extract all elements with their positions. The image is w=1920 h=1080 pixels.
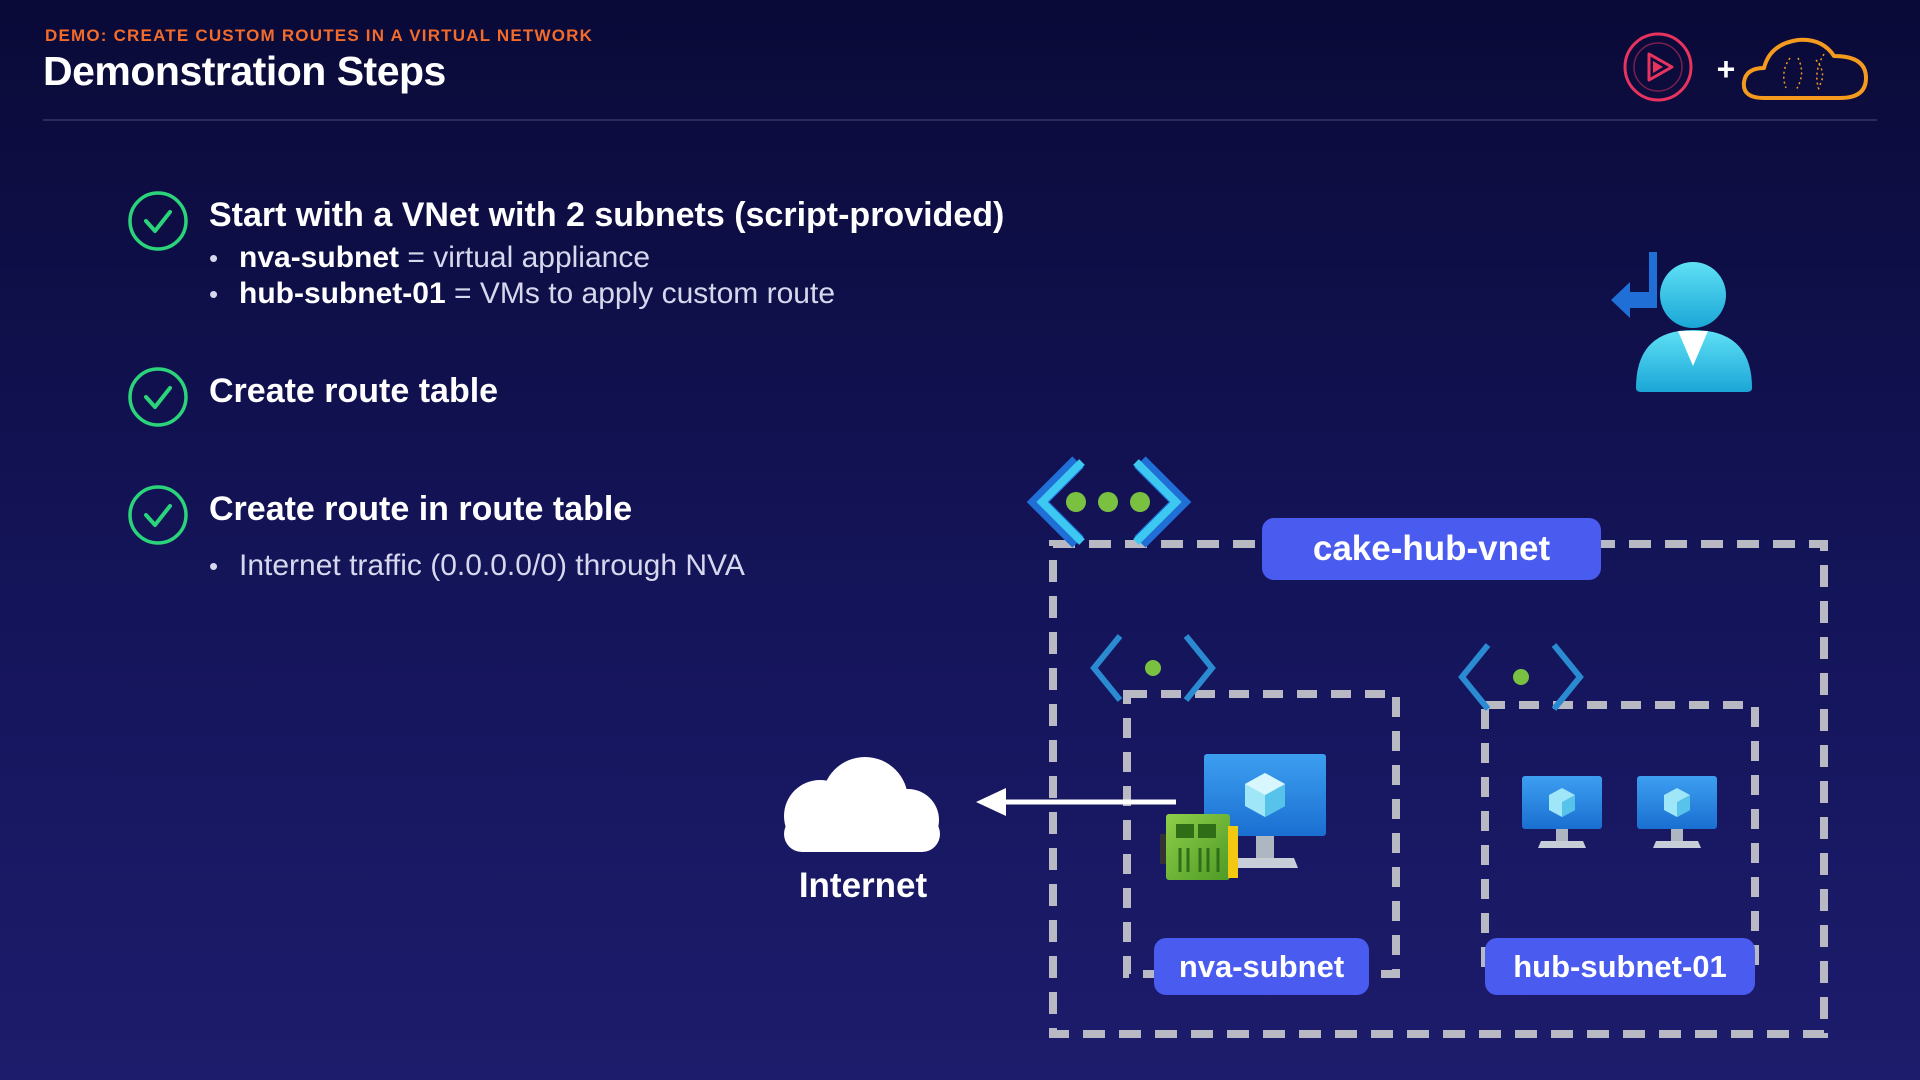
nva-subnet-label: nva-subnet	[1154, 938, 1369, 995]
internet-cloud-icon	[784, 757, 940, 852]
subnet-icon	[1458, 643, 1584, 711]
step-3-bullets: Internet traffic (0.0.0.0/0) through NVA	[209, 548, 745, 584]
internet-label: Internet	[798, 866, 928, 905]
step-1-title: Start with a VNet with 2 subnets (script…	[209, 196, 1005, 234]
step-1-bullet: hub-subnet-01 = VMs to apply custom rout…	[209, 276, 835, 312]
step-3-title: Create route in route table	[209, 490, 633, 528]
virtual-machine-icon	[1522, 776, 1602, 848]
hub-subnet-label: hub-subnet-01	[1485, 938, 1755, 995]
subnet-icon	[1090, 634, 1216, 702]
check-circle-icon	[128, 367, 188, 427]
step-1-bullet: nva-subnet = virtual appliance	[209, 240, 835, 276]
header-divider	[43, 119, 1877, 121]
pluralsight-play-icon	[1623, 32, 1693, 102]
page-title: Demonstration Steps	[43, 48, 446, 94]
header-logos: +	[1623, 32, 1868, 102]
logo-plus: +	[1717, 51, 1736, 87]
network-appliance-icon	[1160, 814, 1238, 880]
cloud-guru-logo-icon	[1741, 37, 1868, 100]
virtual-machine-icon	[1637, 776, 1717, 848]
step-3-bullet: Internet traffic (0.0.0.0/0) through NVA	[209, 548, 745, 584]
vnet-boundary	[1049, 540, 1828, 1038]
check-circle-icon	[128, 485, 188, 545]
virtual-machine-icon	[1204, 754, 1326, 868]
user-import-icon	[1611, 252, 1752, 392]
check-circle-icon	[128, 191, 188, 251]
hub-subnet-boundary	[1481, 701, 1759, 978]
step-1-bullets: nva-subnet = virtual appliance hub-subne…	[209, 240, 835, 312]
arrow-left-icon	[976, 788, 1176, 816]
demo-eyebrow: DEMO: CREATE CUSTOM ROUTES IN A VIRTUAL …	[45, 26, 594, 45]
vnet-icon	[1026, 456, 1192, 548]
step-2-title: Create route table	[209, 372, 499, 410]
vnet-label: cake-hub-vnet	[1262, 518, 1601, 580]
